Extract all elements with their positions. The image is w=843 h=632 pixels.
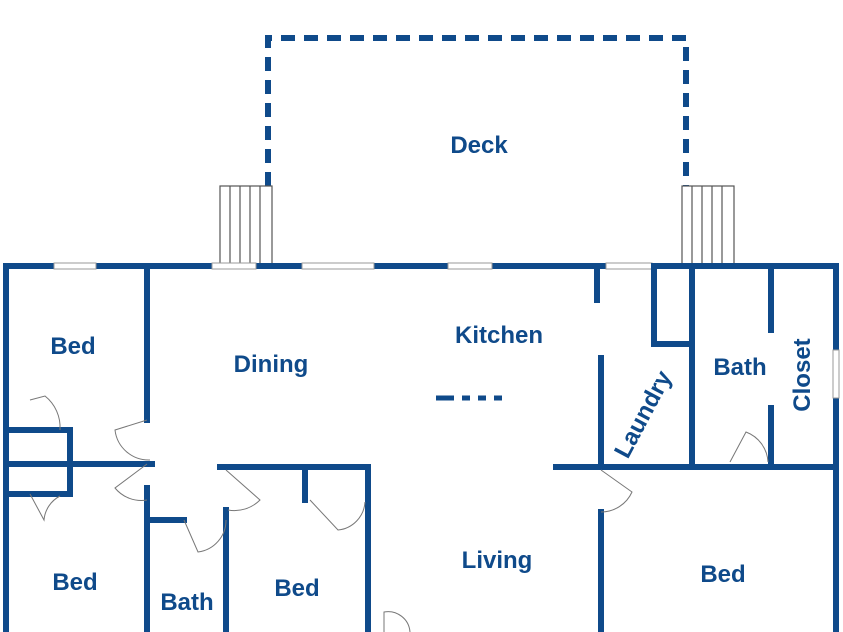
interior-walls [3, 263, 839, 632]
room-label-kitchen: Kitchen [455, 322, 543, 349]
room-label-dining: Dining [234, 351, 309, 378]
stairs-left [219, 185, 273, 265]
room-label-closet: Closet [789, 338, 816, 411]
room-label-bath-right: Bath [713, 354, 766, 381]
room-label-deck: Deck [450, 132, 508, 159]
doors [29, 395, 769, 632]
room-label-living: Living [462, 547, 533, 574]
room-label-bed-bottom-left: Bed [52, 569, 97, 596]
windows-top [53, 262, 840, 399]
room-label-laundry: Laundry [609, 366, 678, 463]
room-label-bed-bottom-right: Bed [700, 561, 745, 588]
room-label-bed-bottom-middle: Bed [274, 575, 319, 602]
stairs-right [681, 185, 735, 265]
room-label-bath-bottom: Bath [160, 589, 213, 616]
room-label-bed-top-left: Bed [50, 333, 95, 360]
deck-outline [265, 35, 689, 186]
